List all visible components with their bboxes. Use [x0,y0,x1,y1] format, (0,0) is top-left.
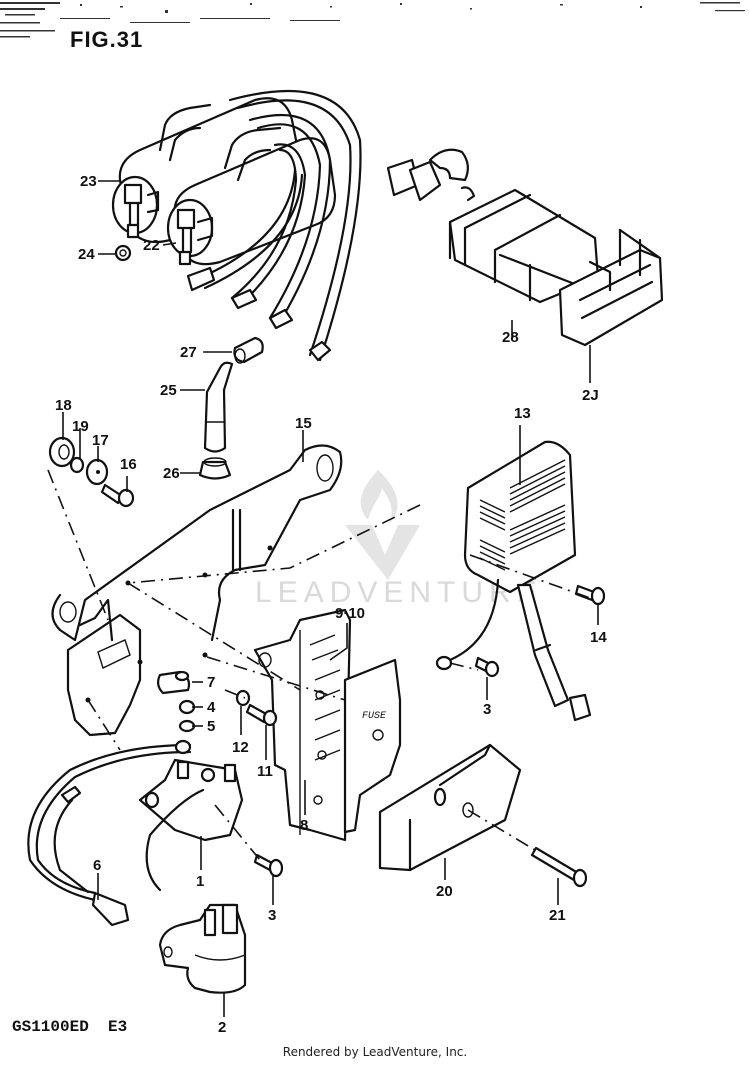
callout-2: 2 [218,1019,226,1036]
callout-9-10: 9·10 [335,605,365,622]
plug-cap-27 [233,336,264,364]
bolt-16 [100,483,135,508]
callout-13: 13 [514,405,531,422]
callout-22: 22 [143,237,160,254]
mounting-plate [66,598,143,737]
callout-5: 5 [207,718,215,735]
callout-11: 11 [257,763,273,780]
nut-24 [114,244,132,262]
callout-3-upper: 3 [483,701,491,718]
callout-24: 24 [78,246,95,263]
seal-26 [198,457,232,480]
callout-28: 28 [502,329,519,346]
callout-8: 8 [300,817,308,834]
callout-18: 18 [55,397,72,414]
washer-17 [85,458,109,486]
callout-26: 26 [163,465,180,482]
callout-3-lower: 3 [268,907,276,924]
fuse-box-8 [253,608,352,842]
callout-19: 19 [72,418,89,435]
alignment-lines [47,469,591,861]
figure-title: FIG.31 [70,27,143,52]
screw-3-upper [474,656,500,678]
regulator-rectifier-13 [435,440,592,722]
callout-14: 14 [590,629,607,646]
callout-17: 17 [92,432,109,449]
callout-16: 16 [120,456,137,473]
bracket-15 [51,444,343,658]
screw-14 [574,584,606,606]
scan-noise [0,2,745,38]
callout-21: 21 [549,907,566,924]
callout-1: 1 [196,873,204,890]
starter-relay-1 [138,758,244,892]
nut-4 [178,699,196,715]
washer-5 [178,719,196,733]
screw-21 [530,846,588,888]
callout-25: 25 [160,382,177,399]
render-credit: Rendered by LeadVenture, Inc. [282,1045,468,1059]
fuse-label: FUSE [362,711,387,722]
callout-7: 7 [207,674,215,691]
washer-12 [235,689,251,707]
leader-lines [62,180,599,1017]
fuse-cover: FUSE [343,658,402,834]
wiring-connector [386,148,476,202]
plug-cap-25 [203,361,234,453]
battery-cable-6 [27,739,192,927]
starter-relay-2 [158,903,247,994]
spacer-19 [69,456,85,474]
callout-20: 20 [436,883,453,900]
igniter-cover-29 [558,228,664,347]
callout-4: 4 [207,699,216,716]
callout-15: 15 [295,415,312,432]
model-code: GS1100ED E3 [12,1018,127,1036]
terminal-cover-20 [378,743,522,872]
callout-23: 23 [80,173,97,190]
ht-leads [186,89,362,362]
callout-29: 2J [582,387,599,404]
callout-labels: 23 22 24 27 25 26 18 19 17 16 15 28 2J 1… [55,173,607,1036]
callout-12: 12 [232,739,249,756]
grommet-18 [48,436,76,468]
cap-7 [156,670,191,695]
callout-6: 6 [93,857,101,874]
callout-27: 27 [180,344,197,361]
screw-11 [245,703,278,727]
